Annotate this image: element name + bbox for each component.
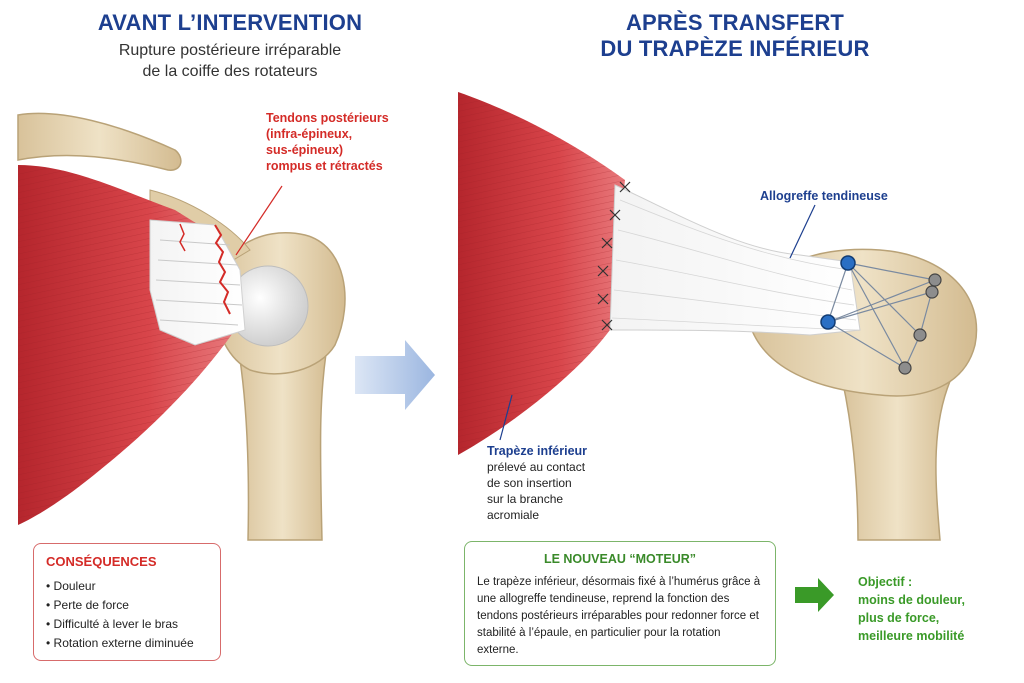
- trapezius-note-line2: de son insertion: [487, 476, 572, 490]
- goal-line1: Objectif :: [858, 575, 913, 589]
- callout-pointer-trapezius: [499, 394, 513, 441]
- trapezius-note-line4: acromiale: [487, 508, 540, 522]
- trapezius-callout: Trapèze inférieur prélevé au contact de …: [487, 443, 627, 523]
- torn-tendons-callout: Tendons postérieurs (infra-épineux, sus-…: [266, 110, 416, 174]
- right-shoulder-illustration: [458, 92, 978, 541]
- torn-tendons-line1: Tendons postérieurs: [266, 111, 389, 125]
- goal-line3: plus de force,: [858, 611, 940, 625]
- torn-tendons-line4: rompus et rétractés: [266, 159, 383, 173]
- consequences-box: CONSÉQUENCES Douleur Perte de force Diff…: [33, 543, 221, 661]
- right-title: APRÈS TRANSFERT DU TRAPÈZE INFÉRIEUR: [560, 10, 910, 62]
- transition-arrow: [355, 340, 435, 410]
- consequences-heading: CONSÉQUENCES: [46, 554, 157, 569]
- goal-line4: meilleure mobilité: [858, 629, 965, 643]
- right-title-line1: APRÈS TRANSFERT: [625, 10, 845, 35]
- left-subtitle-line1: Rupture postérieure irréparable: [118, 42, 342, 59]
- consequence-item: Difficulté à lever le bras: [46, 615, 208, 634]
- goal-line2: moins de douleur,: [858, 593, 965, 607]
- left-subtitle: Rupture postérieure irréparable de la co…: [60, 40, 400, 82]
- left-shoulder-illustration: [17, 112, 346, 541]
- new-motor-body: Le trapèze inférieur, désormais fixé à l…: [477, 576, 761, 656]
- consequence-item: Douleur: [46, 577, 208, 596]
- left-title: AVANT L’INTERVENTION: [97, 10, 363, 35]
- new-motor-heading: LE NOUVEAU “MOTEUR”: [543, 552, 697, 566]
- callout-pointer-allograft: [789, 204, 816, 259]
- left-subtitle-line2: de la coiffe des rotateurs: [142, 63, 318, 80]
- right-title-line2: DU TRAPÈZE INFÉRIEUR: [600, 36, 870, 61]
- trapezius-note-line3: sur la branche: [487, 492, 564, 506]
- goal-arrow: [795, 578, 834, 612]
- trapezius-note-line1: prélevé au contact: [487, 460, 586, 474]
- goal-text: Objectif : moins de douleur, plus de for…: [858, 573, 1008, 645]
- bone-anchors: [820, 255, 942, 375]
- torn-tendons-line3: sus-épineux): [266, 143, 344, 157]
- consequence-item: Rotation externe diminuée: [46, 634, 208, 653]
- consequences-list: Douleur Perte de force Difficulté à leve…: [46, 577, 208, 653]
- torn-tendons-line2: (infra-épineux,: [266, 127, 353, 141]
- consequence-item: Perte de force: [46, 596, 208, 615]
- trapezius-title: Trapèze inférieur: [487, 444, 588, 458]
- callout-pointer-left: [235, 185, 283, 256]
- new-motor-box: LE NOUVEAU “MOTEUR” Le trapèze inférieur…: [464, 541, 776, 666]
- allograft-label: Allogreffe tendineuse: [760, 189, 888, 203]
